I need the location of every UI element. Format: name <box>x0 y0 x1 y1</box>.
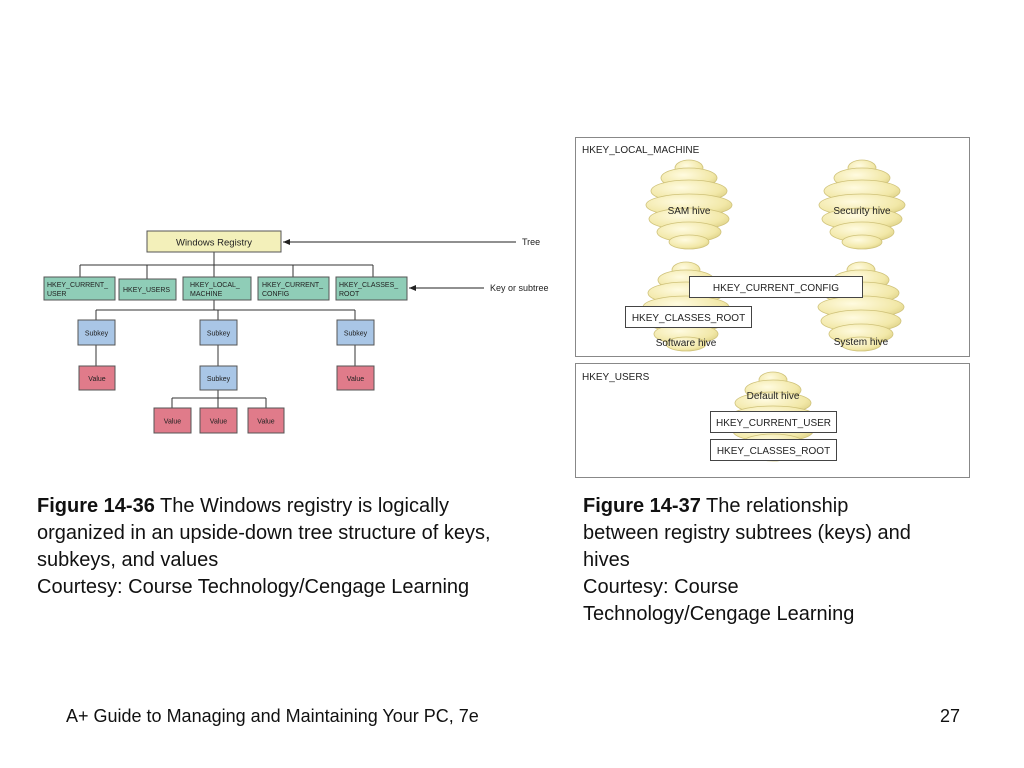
key-label-line1: HKEY_USERS <box>123 287 170 294</box>
figure-14-37-text: The relationship between registry subtre… <box>583 495 911 571</box>
hkey-classes-root-box-top: HKEY_CLASSES_ROOT <box>625 306 752 328</box>
sam-hive-label: SAM hive <box>668 206 711 217</box>
key-node-hkey-classes-root: HKEY_CLASSES_ ROOT <box>335 276 408 301</box>
tree-annotation: Tree <box>522 237 540 247</box>
value-label: Value <box>210 419 227 426</box>
subkey-node: Subkey <box>336 319 375 346</box>
footer-page-number: 27 <box>940 706 961 726</box>
hkey-local-machine-label: HKEY_LOCAL_MACHINE <box>582 145 700 156</box>
key-annotation: Key or subtree <box>490 283 549 293</box>
subkey-label: Subkey <box>344 331 368 338</box>
key-node-hkey-current-config: HKEY_CURRENT_ CONFIG <box>257 276 330 301</box>
security-hive-label: Security hive <box>833 206 891 217</box>
hkey-classes-root-label-bottom: HKEY_CLASSES_ROOT <box>717 446 830 457</box>
key-label-line2: ROOT <box>339 291 360 298</box>
key-label-line2: USER <box>47 291 66 298</box>
key-label-line1: HKEY_CLASSES_ <box>339 282 398 289</box>
hkey-classes-root-box-bottom: HKEY_CLASSES_ROOT <box>710 439 837 461</box>
figure-14-37-credit: Courtesy: Course Technology/Cengage Lear… <box>583 576 855 625</box>
subkey-label: Subkey <box>207 331 231 338</box>
key-node-hkey-users: HKEY_USERS <box>118 278 177 301</box>
registry-tree-diagram: Tree Key or subtree Windows Registry HKE… <box>43 230 549 434</box>
key-node-hkey-current-user: HKEY_CURRENT_ USER <box>43 276 116 301</box>
value-node: Value <box>153 407 192 434</box>
default-hive-label: Default hive <box>747 391 800 402</box>
figure-14-37-label: Figure 14-37 <box>583 495 701 517</box>
hkey-users-label: HKEY_USERS <box>582 372 650 383</box>
value-label: Value <box>257 419 274 426</box>
figure-14-37-caption: Figure 14-37 The relationship between re… <box>583 493 923 628</box>
subkey-label: Subkey <box>85 331 109 338</box>
key-label-line2: CONFIG <box>262 291 289 298</box>
windows-registry-node: Windows Registry <box>146 230 282 253</box>
key-label-line1: HKEY_CURRENT_ <box>47 282 108 289</box>
figure-14-36-caption: Figure 14-36 The Windows registry is log… <box>37 493 537 601</box>
key-node-hkey-local-machine: HKEY_LOCAL_ MACHINE <box>182 276 252 301</box>
value-node: Value <box>336 365 375 391</box>
hkey-current-config-box: HKEY_CURRENT_CONFIG <box>689 276 863 298</box>
value-node: Value <box>78 365 116 391</box>
hkey-current-config-label: HKEY_CURRENT_CONFIG <box>713 283 839 294</box>
value-label: Value <box>88 376 105 383</box>
figure-14-36-label: Figure 14-36 <box>37 495 155 517</box>
software-hive-label: Software hive <box>656 338 717 349</box>
registry-hives-diagram: HKEY_LOCAL_MACHINE SAM hive Security hiv… <box>575 137 970 478</box>
system-hive-label: System hive <box>834 337 889 348</box>
key-label-line2: MACHINE <box>190 291 223 298</box>
figure-14-36-credit: Courtesy: Course Technology/Cengage Lear… <box>37 576 470 598</box>
figure-14-36-text: The Windows registry is logically organi… <box>37 495 491 571</box>
subkey-node: Subkey <box>77 319 116 346</box>
hkey-current-user-label: HKEY_CURRENT_USER <box>716 418 831 429</box>
value-label: Value <box>347 376 364 383</box>
subkey-label: Subkey <box>207 376 231 383</box>
value-node: Value <box>247 407 285 434</box>
key-label-line1: HKEY_CURRENT_ <box>262 282 323 289</box>
key-label-line1: HKEY_LOCAL_ <box>190 282 240 289</box>
hkey-current-user-box: HKEY_CURRENT_USER <box>710 411 837 433</box>
windows-registry-label: Windows Registry <box>176 238 252 249</box>
subkey-node: Subkey <box>199 319 238 346</box>
value-node: Value <box>199 407 238 434</box>
value-label: Value <box>164 419 181 426</box>
subkey-node: Subkey <box>199 365 238 391</box>
hkey-classes-root-label-top: HKEY_CLASSES_ROOT <box>632 313 745 324</box>
footer-book-title: A+ Guide to Managing and Maintaining You… <box>66 706 479 726</box>
